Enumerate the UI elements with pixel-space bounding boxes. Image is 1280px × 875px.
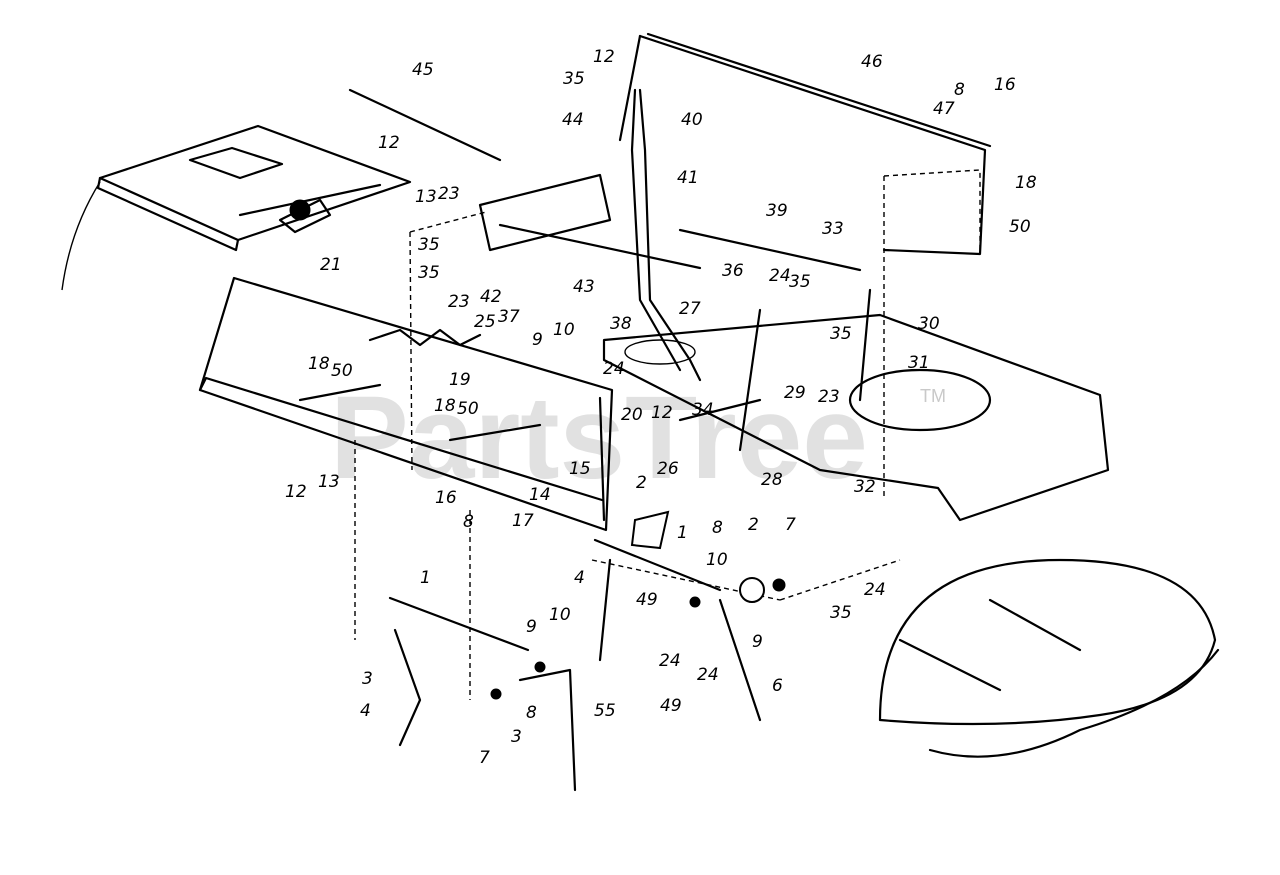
label-35: 35 bbox=[563, 69, 585, 89]
springs-rods bbox=[298, 88, 872, 652]
label-2: 2 bbox=[636, 473, 647, 493]
label-23: 23 bbox=[438, 184, 460, 204]
label-36: 36 bbox=[722, 261, 744, 281]
label-24: 24 bbox=[659, 651, 681, 671]
label-28: 28 bbox=[761, 470, 783, 490]
label-35: 35 bbox=[418, 263, 440, 283]
label-49: 49 bbox=[636, 590, 658, 610]
label-35: 35 bbox=[418, 235, 440, 255]
label-29: 29 bbox=[784, 383, 806, 403]
label-38: 38 bbox=[610, 314, 632, 334]
dashboard-panel bbox=[198, 276, 614, 532]
label-10: 10 bbox=[706, 550, 728, 570]
label-32: 32 bbox=[854, 477, 876, 497]
label-45: 45 bbox=[412, 60, 434, 80]
label-18: 18 bbox=[1015, 173, 1037, 193]
label-10: 10 bbox=[553, 320, 575, 340]
label-13: 13 bbox=[318, 472, 340, 492]
label-35: 35 bbox=[830, 324, 852, 344]
label-8: 8 bbox=[526, 703, 537, 723]
label-47: 47 bbox=[933, 99, 955, 119]
label-31: 31 bbox=[908, 353, 930, 373]
label-33: 33 bbox=[822, 219, 844, 239]
label-12: 12 bbox=[593, 47, 615, 67]
seat-back bbox=[618, 32, 992, 256]
label-13: 13 bbox=[415, 187, 437, 207]
label-55: 55 bbox=[594, 701, 616, 721]
label-8: 8 bbox=[954, 80, 965, 100]
label-3: 3 bbox=[362, 669, 373, 689]
label-8: 8 bbox=[463, 512, 474, 532]
label-34: 34 bbox=[692, 400, 714, 420]
label-43: 43 bbox=[573, 277, 595, 297]
label-18: 18 bbox=[434, 396, 456, 416]
label-24: 24 bbox=[603, 359, 625, 379]
label-4: 4 bbox=[360, 701, 371, 721]
watermark: PartsTree bbox=[330, 372, 868, 504]
label-16: 16 bbox=[994, 75, 1016, 95]
frame-outline bbox=[354, 169, 1110, 700]
label-19: 19 bbox=[449, 370, 471, 390]
label-35: 35 bbox=[789, 272, 811, 292]
label-50: 50 bbox=[1009, 217, 1031, 237]
label-18: 18 bbox=[308, 354, 330, 374]
label-12: 12 bbox=[378, 133, 400, 153]
label-30: 30 bbox=[918, 314, 940, 334]
label-12: 12 bbox=[285, 482, 307, 502]
label-3: 3 bbox=[511, 727, 522, 747]
label-23: 23 bbox=[818, 387, 840, 407]
label-40: 40 bbox=[681, 110, 703, 130]
label-26: 26 bbox=[657, 459, 679, 479]
label-7: 7 bbox=[785, 515, 796, 535]
label-15: 15 bbox=[569, 459, 591, 479]
label-12: 12 bbox=[651, 403, 673, 423]
label-21: 21 bbox=[320, 255, 342, 275]
label-49: 49 bbox=[660, 696, 682, 716]
label-50: 50 bbox=[331, 361, 353, 381]
label-1: 1 bbox=[420, 568, 431, 588]
mower-deck bbox=[878, 558, 1220, 758]
label-46: 46 bbox=[861, 52, 883, 72]
label-20: 20 bbox=[621, 405, 643, 425]
lift-links bbox=[393, 510, 786, 792]
label-41: 41 bbox=[677, 168, 699, 188]
label-17: 17 bbox=[512, 511, 534, 531]
label-8: 8 bbox=[712, 518, 723, 538]
label-24: 24 bbox=[697, 665, 719, 685]
label-16: 16 bbox=[435, 488, 457, 508]
label-44: 44 bbox=[562, 110, 584, 130]
label-7: 7 bbox=[479, 748, 490, 768]
label-50: 50 bbox=[457, 399, 479, 419]
console-panel bbox=[61, 124, 412, 291]
label-37: 37 bbox=[498, 307, 520, 327]
label-24: 24 bbox=[864, 580, 886, 600]
label-9: 9 bbox=[526, 617, 537, 637]
label-25: 25 bbox=[474, 312, 496, 332]
label-39: 39 bbox=[766, 201, 788, 221]
label-6: 6 bbox=[772, 676, 783, 696]
label-27: 27 bbox=[679, 299, 701, 319]
label-9: 9 bbox=[752, 632, 763, 652]
label-14: 14 bbox=[529, 485, 551, 505]
watermark-trademark: TM bbox=[920, 386, 946, 406]
label-4: 4 bbox=[574, 568, 585, 588]
label-9: 9 bbox=[532, 330, 543, 350]
part-labels: 1 1 2 2 3 3 4 4 6 7 7 8 8 8 8 9 9 9 10 1… bbox=[285, 47, 1037, 768]
label-10: 10 bbox=[549, 605, 571, 625]
label-23: 23 bbox=[448, 292, 470, 312]
label-2: 2 bbox=[748, 515, 759, 535]
label-24: 24 bbox=[769, 266, 791, 286]
label-1: 1 bbox=[677, 523, 688, 543]
label-35: 35 bbox=[830, 603, 852, 623]
label-42: 42 bbox=[480, 287, 502, 307]
